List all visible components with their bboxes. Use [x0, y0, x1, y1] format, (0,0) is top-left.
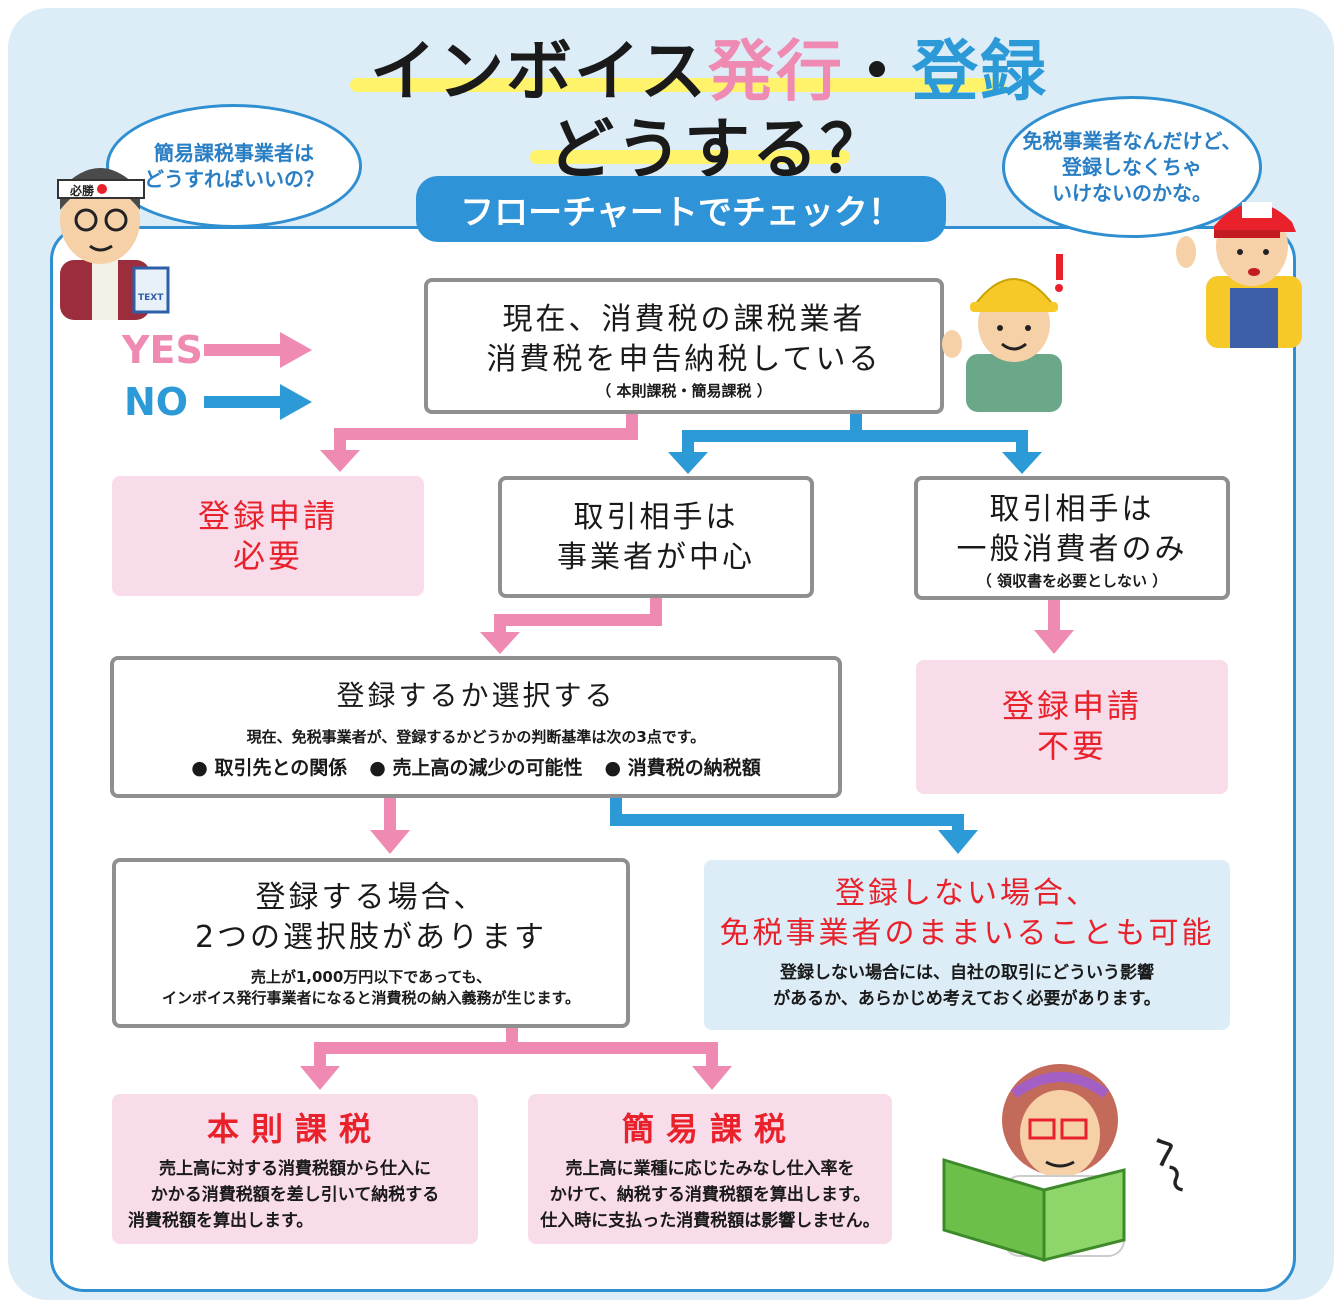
node-if-register-note2: インボイス発行事業者になると消費税の納入義務が生じます。: [161, 989, 581, 1007]
shopkeeper-illustration: [1176, 202, 1302, 348]
legend-yes-arrow: [204, 332, 312, 368]
right-bubble-line2: 登録しなくちゃ: [1062, 155, 1202, 179]
node-if-not-register-note2: があるか、あらかじめ考えておく必要があります。: [773, 989, 1161, 1009]
legend-no-label: NO: [124, 380, 189, 424]
node-if-register-line2: 2つの選択肢があります: [194, 920, 548, 955]
node-partner-consumer: 取引相手は 一般消費者のみ （ 領収書を必要としない ）: [914, 476, 1230, 600]
node-standard-taxation: 本則課税 売上高に対する消費税額から仕入に かかる消費税額を差し引いて納税する …: [112, 1094, 478, 1244]
node-register-required: 登録申請 必要: [112, 476, 424, 596]
node-standard-body1: 売上高に対する消費税額から仕入に: [159, 1159, 431, 1179]
node-partner-consumer-line1: 取引相手は: [989, 492, 1155, 527]
hmm-text: へ〜: [1142, 1131, 1195, 1199]
node-register-not-required-line2: 不要: [1036, 727, 1107, 765]
node-register-not-required: 登録申請 不要: [916, 660, 1228, 794]
node-simplified-title: 簡易課税: [621, 1110, 798, 1148]
node-if-not-register-note1: 登録しない場合には、自社の取引にどういう影響: [780, 963, 1154, 983]
arrow-no-to-if-not-register: [610, 796, 978, 854]
node-register-required-line2: 必要: [232, 537, 303, 575]
node-if-register: 登録する場合、 2つの選択肢があります 売上が1,000万円以下であっても、 イ…: [112, 858, 630, 1028]
title-highlight-1: [350, 78, 1006, 92]
node-start-note: （ 本則課税・簡易課税 ）: [596, 382, 772, 400]
left-bubble-line2: どうすればいいの？: [144, 167, 324, 191]
legend-yes-label: YES: [122, 328, 203, 372]
right-speech-bubble: 免税事業者なんだけど、 登録しなくちゃ いけないのかな。: [1002, 96, 1262, 238]
left-speech-bubble: 簡易課税事業者は どうすればいいの？: [106, 104, 362, 228]
node-simplified-taxation: 簡易課税 売上高に業種に応じたみなし仕入率を かけて、納税する消費税額を算出しま…: [528, 1094, 892, 1244]
title-highlight-2: [530, 150, 850, 164]
node-if-register-line1: 登録する場合、: [255, 880, 487, 915]
node-simplified-body3: 仕入時に支払った消費税額は影響しません。: [540, 1211, 880, 1231]
arrow-yes-to-register-required: [320, 412, 638, 472]
page-title-line2: どうする？: [548, 111, 888, 188]
headband-text: 必勝: [69, 183, 95, 198]
arrow-yes-to-choose: [480, 596, 662, 654]
node-if-not-register-line2: 免税事業者のままいることも可能: [719, 916, 1215, 951]
page-title-line1: インボイス発行・登録: [370, 18, 1048, 114]
arrow-yes-to-if-register: [370, 796, 410, 854]
node-standard-title: 本則課税: [206, 1110, 383, 1148]
node-choose-register: 登録するか選択する 現在、免税事業者が、登録するかどうかの判断基準は次の3点です…: [110, 656, 842, 798]
legend-no-arrow: [204, 384, 312, 420]
node-register-required-line1: 登録申請: [197, 497, 338, 535]
right-bubble-line3: いけないのかな。: [1052, 181, 1212, 205]
node-if-not-register-line1: 登録しない場合、: [835, 876, 1099, 911]
title-text-register: 登録: [912, 33, 1049, 110]
woman-reading-illustration: へ〜: [942, 1064, 1196, 1263]
node-choose-points: ● 取引先との関係 ● 売上高の減少の可能性 ● 消費税の納税額: [114, 753, 838, 780]
right-bubble-line1: 免税事業者なんだけど、: [1022, 129, 1242, 153]
title-dot: ・: [844, 33, 913, 110]
choose-point-tax: ● 消費税の納税額: [604, 757, 761, 779]
node-start-line1: 現在、消費税の課税業者: [502, 302, 866, 337]
node-partner-business: 取引相手は 事業者が中心: [498, 476, 814, 598]
arrow-yes-to-not-required: [1034, 598, 1074, 654]
node-standard-body3: 消費税額を算出します。: [128, 1211, 314, 1231]
node-choose-note: 現在、免税事業者が、登録するかどうかの判断基準は次の3点です。: [246, 728, 706, 746]
node-simplified-body1: 売上高に業種に応じたみなし仕入率を: [565, 1159, 855, 1179]
node-start-line2: 消費税を申告納税している: [486, 342, 882, 377]
node-choose-title: 登録するか選択する: [336, 679, 616, 712]
node-partner-business-line2: 事業者が中心: [557, 540, 755, 575]
node-partner-consumer-note: （ 領収書を必要としない ）: [976, 572, 1168, 590]
arrow-yes-to-tax-options: [300, 1026, 732, 1090]
choose-point-sales: ● 売上高の減少の可能性: [369, 757, 583, 779]
left-bubble-line1: 簡易課税事業者は: [154, 141, 314, 165]
worker-illustration: [942, 254, 1063, 412]
choose-point-partner: ● 取引先との関係: [191, 757, 348, 779]
book-label: TEXT: [138, 293, 164, 303]
arrow-no-split: [668, 412, 1042, 474]
title-text-invoice: インボイス: [370, 33, 709, 110]
flowchart-check-banner: フローチャートでチェック！: [416, 176, 946, 242]
node-register-not-required-line1: 登録申請: [1001, 687, 1142, 725]
node-standard-body2: かかる消費税額を差し引いて納税する: [150, 1185, 440, 1205]
title-text-issue: 発行: [708, 33, 845, 110]
node-simplified-body2: かけて、納税する消費税額を算出します。: [549, 1185, 871, 1205]
node-partner-consumer-line2: 一般消費者のみ: [956, 532, 1188, 567]
node-partner-business-line1: 取引相手は: [573, 500, 739, 535]
teacher-illustration: 必勝 TEXT: [57, 168, 170, 320]
node-if-not-register: 登録しない場合、 免税事業者のままいることも可能 登録しない場合には、自社の取引…: [704, 860, 1230, 1030]
node-if-register-note1: 売上が1,000万円以下であっても、: [250, 968, 492, 986]
node-start: 現在、消費税の課税業者 消費税を申告納税している （ 本則課税・簡易課税 ）: [424, 278, 944, 414]
